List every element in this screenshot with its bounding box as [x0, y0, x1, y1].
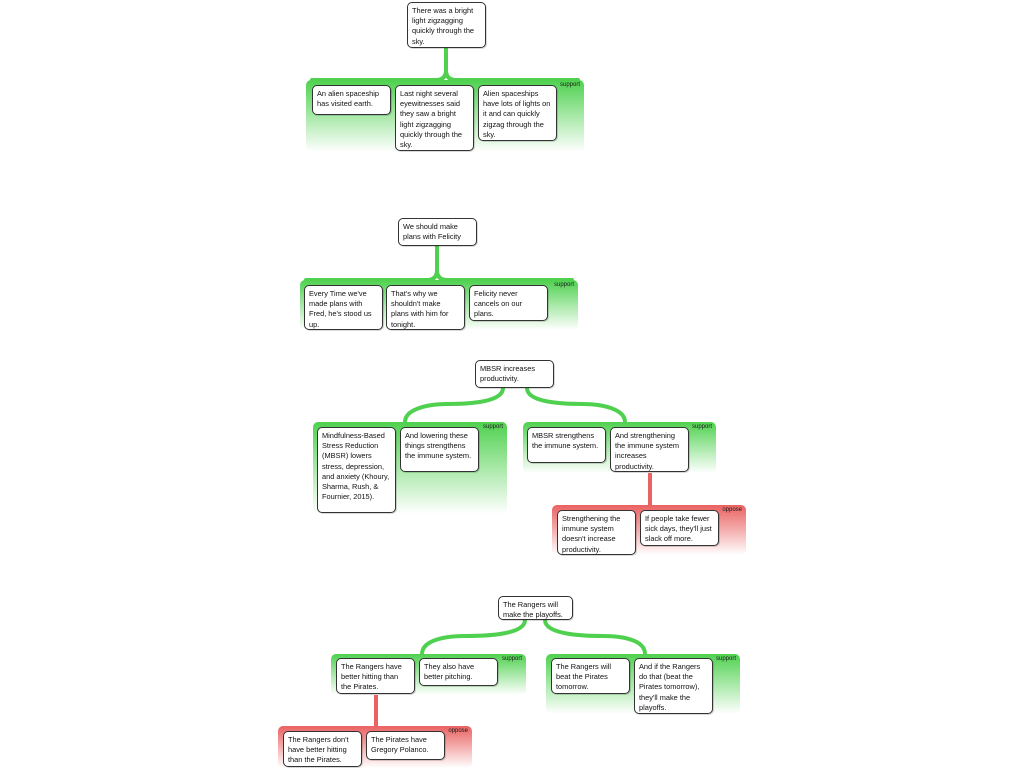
reason-card[interactable]: And lowering these things strengthens th… — [400, 427, 479, 472]
connector-map4-support-b — [543, 618, 647, 656]
objection-card[interactable]: Strengthening the immune system doesn't … — [557, 510, 636, 555]
reason-card[interactable]: Last night several eyewitnesses said the… — [395, 85, 474, 151]
group-label: oppose — [722, 507, 742, 513]
reason-card[interactable]: Every Time we've made plans with Fred, h… — [304, 285, 383, 330]
group-label: support — [553, 282, 574, 288]
group-label: support — [559, 82, 580, 88]
group-label: support — [501, 656, 522, 662]
connector-map4-support-a — [420, 618, 527, 656]
group-label: support — [691, 424, 712, 430]
reason-card[interactable]: MBSR strengthens the immune system. — [527, 427, 606, 463]
connector-map3-support-a — [403, 386, 505, 424]
objection-card[interactable]: If people take fewer sick days, they'll … — [640, 510, 719, 546]
reason-card[interactable]: Felicity never cancels on our plans. — [469, 285, 548, 321]
reason-card[interactable]: The Rangers have better hitting than the… — [336, 658, 415, 694]
group-label: support — [482, 424, 503, 430]
group-label: support — [715, 656, 736, 662]
claim-card[interactable]: The Rangers will make the playoffs. — [498, 596, 573, 620]
connector-map1-support — [310, 46, 580, 82]
claim-card[interactable]: MBSR increases productivity. — [475, 360, 554, 388]
connector-map2-support — [304, 244, 574, 282]
objection-card[interactable]: The Rangers don't have better hitting th… — [283, 731, 362, 767]
group-label: oppose — [448, 728, 468, 734]
reason-card[interactable]: An alien spaceship has visited earth. — [312, 85, 391, 115]
reason-card[interactable]: They also have better pitching. — [419, 658, 498, 686]
claim-card[interactable]: There was a bright light zigzagging quic… — [407, 2, 486, 48]
objection-card[interactable]: The Pirates have Gregory Polanco. — [366, 731, 445, 760]
reason-card[interactable]: Alien spaceships have lots of lights on … — [478, 85, 557, 141]
reason-card[interactable]: The Rangers will beat the Pirates tomorr… — [551, 658, 630, 694]
reason-card[interactable]: And if the Rangers do that (beat the Pir… — [634, 658, 713, 714]
connector-map3-support-b — [525, 386, 627, 424]
reason-card[interactable]: Mindfulness-Based Stress Reduction (MBSR… — [317, 427, 396, 513]
claim-card[interactable]: We should make plans with Felicity — [398, 218, 477, 246]
reason-card[interactable]: That's why we shouldn't make plans with … — [386, 285, 465, 330]
reason-card[interactable]: And strengthening the immune system incr… — [610, 427, 689, 472]
